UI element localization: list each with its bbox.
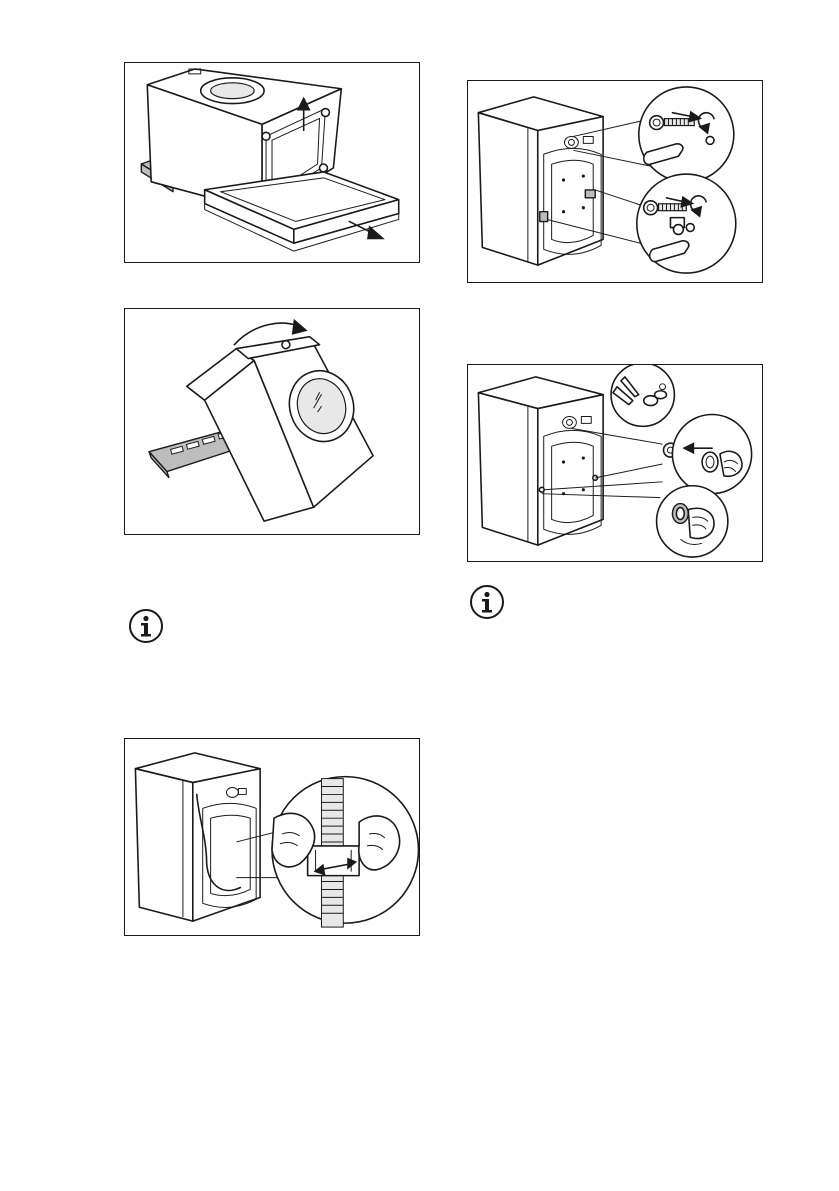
illustration-machine-lifted-from-base: [125, 63, 419, 262]
illustration-hose-clip: [125, 739, 419, 935]
info-icon: [469, 584, 505, 620]
figure-release-hose: [124, 738, 420, 936]
illustration-machine-tilted: [125, 309, 419, 534]
figure-tilt-machine: [124, 308, 420, 535]
figure-remove-transit-bolts: [467, 80, 763, 283]
info-icon: [128, 608, 164, 644]
figure-insert-plastic-caps: [467, 364, 763, 562]
figure-remove-packaging-base: [124, 62, 420, 263]
illustration-transit-bolts: [468, 81, 762, 282]
illustration-plastic-caps: [468, 365, 762, 561]
